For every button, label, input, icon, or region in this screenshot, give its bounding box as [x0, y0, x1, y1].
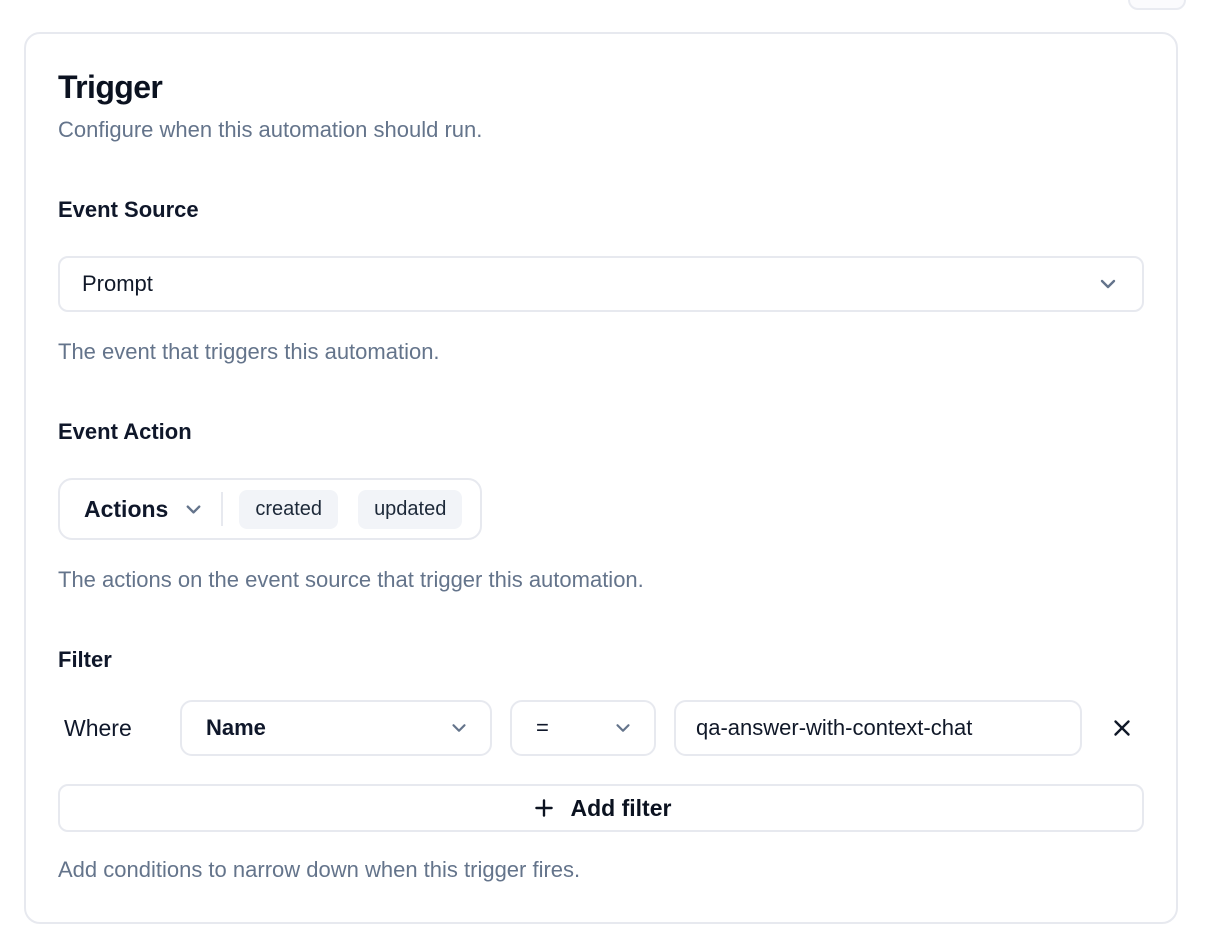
event-action-dropdown-label: Actions: [84, 495, 169, 522]
action-badge-updated[interactable]: updated: [358, 489, 463, 529]
event-source-value: Prompt: [82, 271, 153, 296]
page-subtitle: Configure when this automation should ru…: [58, 117, 483, 142]
event-action-dropdown[interactable]: Actions: [84, 496, 205, 523]
partial-element-top-right: [1128, 0, 1186, 10]
chevron-down-icon: [612, 717, 634, 739]
close-icon: [1109, 715, 1135, 741]
chevron-down-icon: [448, 717, 470, 739]
filter-field-value: Name: [206, 715, 266, 740]
event-source-select[interactable]: Prompt: [58, 256, 1144, 312]
chevron-down-icon: [182, 498, 205, 521]
filter-value-input[interactable]: [674, 700, 1082, 756]
filter-field-select[interactable]: Name: [180, 700, 492, 756]
event-action-control: Actions created updated: [58, 478, 483, 540]
add-filter-label: Add filter: [570, 794, 672, 821]
filter-label: Filter: [58, 647, 112, 672]
event-source-label: Event Source: [58, 197, 199, 222]
action-badge-created[interactable]: created: [239, 489, 339, 529]
remove-filter-button[interactable]: [1100, 706, 1144, 750]
filter-help: Add conditions to narrow down when this …: [58, 857, 581, 882]
filter-condition-row: Where Name =: [58, 700, 1144, 756]
event-action-label: Event Action: [58, 419, 192, 444]
plus-icon: [531, 795, 557, 821]
add-filter-button[interactable]: Add filter: [58, 784, 1144, 832]
filter-operator-select[interactable]: =: [510, 700, 656, 756]
filter-operator-value: =: [536, 715, 549, 740]
event-source-help: The event that triggers this automation.: [58, 339, 440, 364]
divider: [221, 492, 224, 526]
trigger-card: Trigger Configure when this automation s…: [24, 32, 1178, 924]
page-title: Trigger: [58, 69, 163, 105]
filter-where-label: Where: [64, 714, 132, 741]
chevron-down-icon: [1096, 272, 1120, 296]
event-action-help: The actions on the event source that tri…: [58, 567, 644, 592]
